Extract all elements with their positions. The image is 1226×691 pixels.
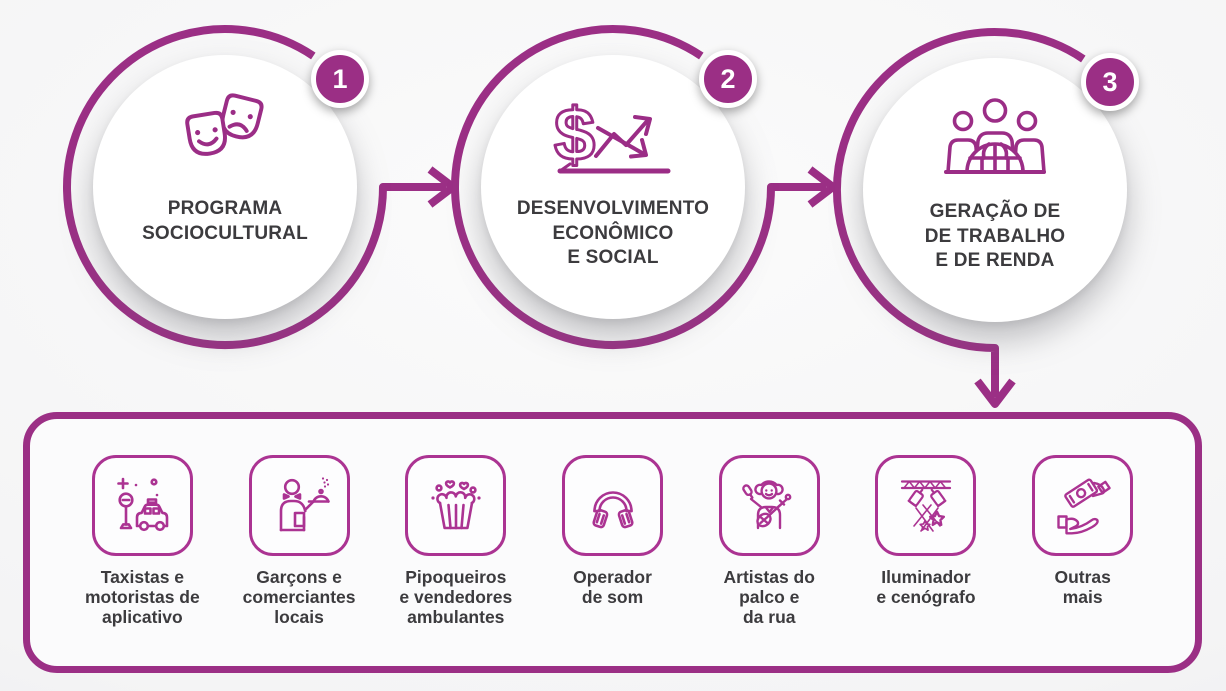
job-label: Taxistas e motoristas de aplicativo [84, 567, 200, 628]
step-badge-1: 1 [311, 50, 369, 108]
job-label: Operador de som [573, 567, 652, 608]
job-label: Garçons e comerciantes locais [242, 567, 356, 628]
dollar-growth-icon: $ [538, 89, 688, 187]
job-label: Pipoqueiros e vendedores ambulantes [399, 567, 513, 628]
stage-lights-icon [875, 455, 977, 556]
job-item-garcons: Garçons e comerciantes locais [221, 455, 378, 627]
ring-arrow-step2 [451, 25, 826, 350]
job-item-iluminador: Iluminador e cenógrafo [848, 455, 1005, 607]
step-title-2: DESENVOLVIMENTO ECONÔMICO E SOCIAL [516, 198, 710, 269]
people-globe-icon [920, 92, 1070, 190]
job-label: Outras mais [1054, 567, 1111, 608]
step-title-1: PROGRAMA SOCIOCULTURAL [142, 198, 308, 244]
jobs-box: Taxistas e motoristas de aplicativo [23, 412, 1202, 673]
job-item-operador-som: Operador de som [534, 455, 691, 607]
dollar-glyph: $ [554, 93, 595, 176]
step-number-2: 2 [720, 63, 736, 94]
ring-arrow-step3 [832, 28, 1086, 397]
step-card-2: $ DESENVOLVIMENTO ECONÔMICO E SOCIAL [481, 55, 745, 319]
job-item-outras: Outras mais [1004, 455, 1161, 607]
job-label: Artistas do palco e da rua [723, 567, 815, 628]
waiter-icon [248, 455, 350, 556]
step-title-3: GERAÇÃO DE DE TRABALHO E DE RENDA [924, 201, 1066, 272]
theater-masks-icon [166, 89, 284, 187]
arrowhead-step3-to-box [974, 378, 1016, 408]
popcorn-icon [405, 455, 507, 556]
performer-icon [718, 455, 820, 556]
step-badge-2: 2 [699, 50, 757, 108]
money-hand-icon [1032, 455, 1134, 556]
job-label: Iluminador e cenógrafo [876, 567, 976, 608]
step-number-1: 1 [332, 63, 348, 94]
step-badge-3: 3 [1081, 53, 1139, 111]
step-card-3: GERAÇÃO DE DE TRABALHO E DE RENDA [863, 58, 1127, 322]
job-item-taxistas: Taxistas e motoristas de aplicativo [64, 455, 221, 627]
job-item-artistas: Artistas do palco e da rua [691, 455, 848, 627]
taxi-stand-icon [91, 455, 193, 556]
step-number-3: 3 [1102, 66, 1118, 97]
headphones-icon [562, 455, 664, 556]
step-card-1: PROGRAMA SOCIOCULTURAL [93, 55, 357, 319]
job-item-pipoqueiros: Pipoqueiros e vendedores ambulantes [377, 455, 534, 627]
ring-arrow-step1 [63, 25, 446, 350]
